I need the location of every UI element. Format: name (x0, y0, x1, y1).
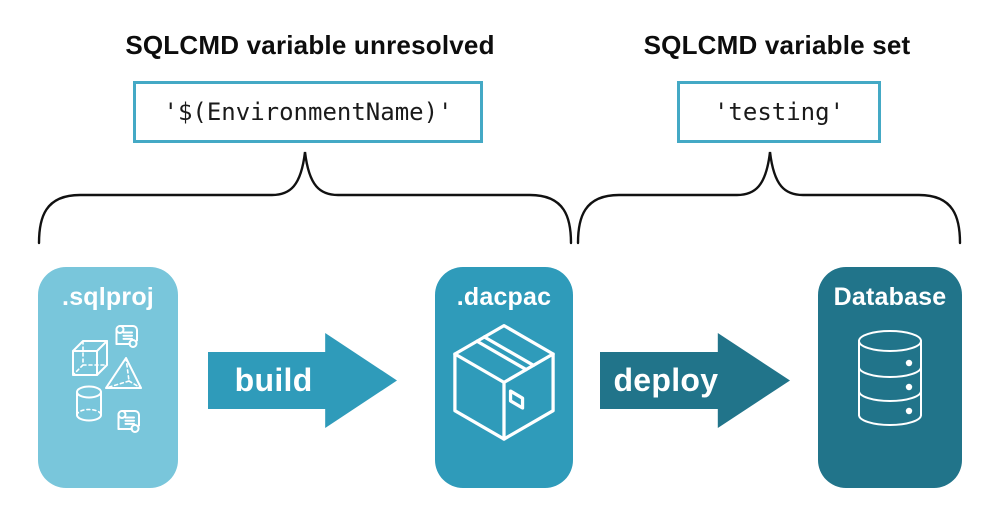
heading-sqlcmd-set: SQLCMD variable set (643, 30, 911, 60)
code-box-testing-value: 'testing' (677, 81, 881, 143)
database-cylinder-icon (858, 330, 922, 426)
build-arrow: build (208, 333, 397, 428)
node-database-label: Database (833, 283, 947, 311)
build-arrow-label: build (234, 362, 313, 398)
code-testing-value: 'testing' (713, 98, 845, 126)
code-box-environment-variable: '$(EnvironmentName)' (133, 81, 483, 143)
node-sqlproj-label: .sqlproj (62, 283, 154, 311)
node-database: Database (818, 267, 962, 488)
cube-icon (72, 340, 108, 376)
right-curly-brace (576, 151, 962, 245)
sqlproj-objects-icons (72, 325, 142, 433)
pyramid-icon (105, 357, 142, 389)
deploy-arrow-label: deploy (613, 362, 719, 398)
left-curly-brace (37, 151, 573, 245)
package-label-icon (508, 389, 525, 410)
node-dacpac-label: .dacpac (456, 283, 552, 311)
code-environment-variable: '$(EnvironmentName)' (163, 98, 453, 126)
heading-sqlcmd-unresolved: SQLCMD variable unresolved (125, 30, 495, 60)
scroll-icon (115, 325, 138, 348)
cylinder-icon (76, 385, 102, 422)
node-sqlproj: .sqlproj (38, 267, 178, 488)
node-dacpac: .dacpac (435, 267, 573, 488)
brace-group (37, 151, 962, 245)
scroll-icon (117, 410, 140, 433)
deploy-arrow: deploy (600, 333, 790, 428)
package-box-icon (453, 324, 555, 441)
